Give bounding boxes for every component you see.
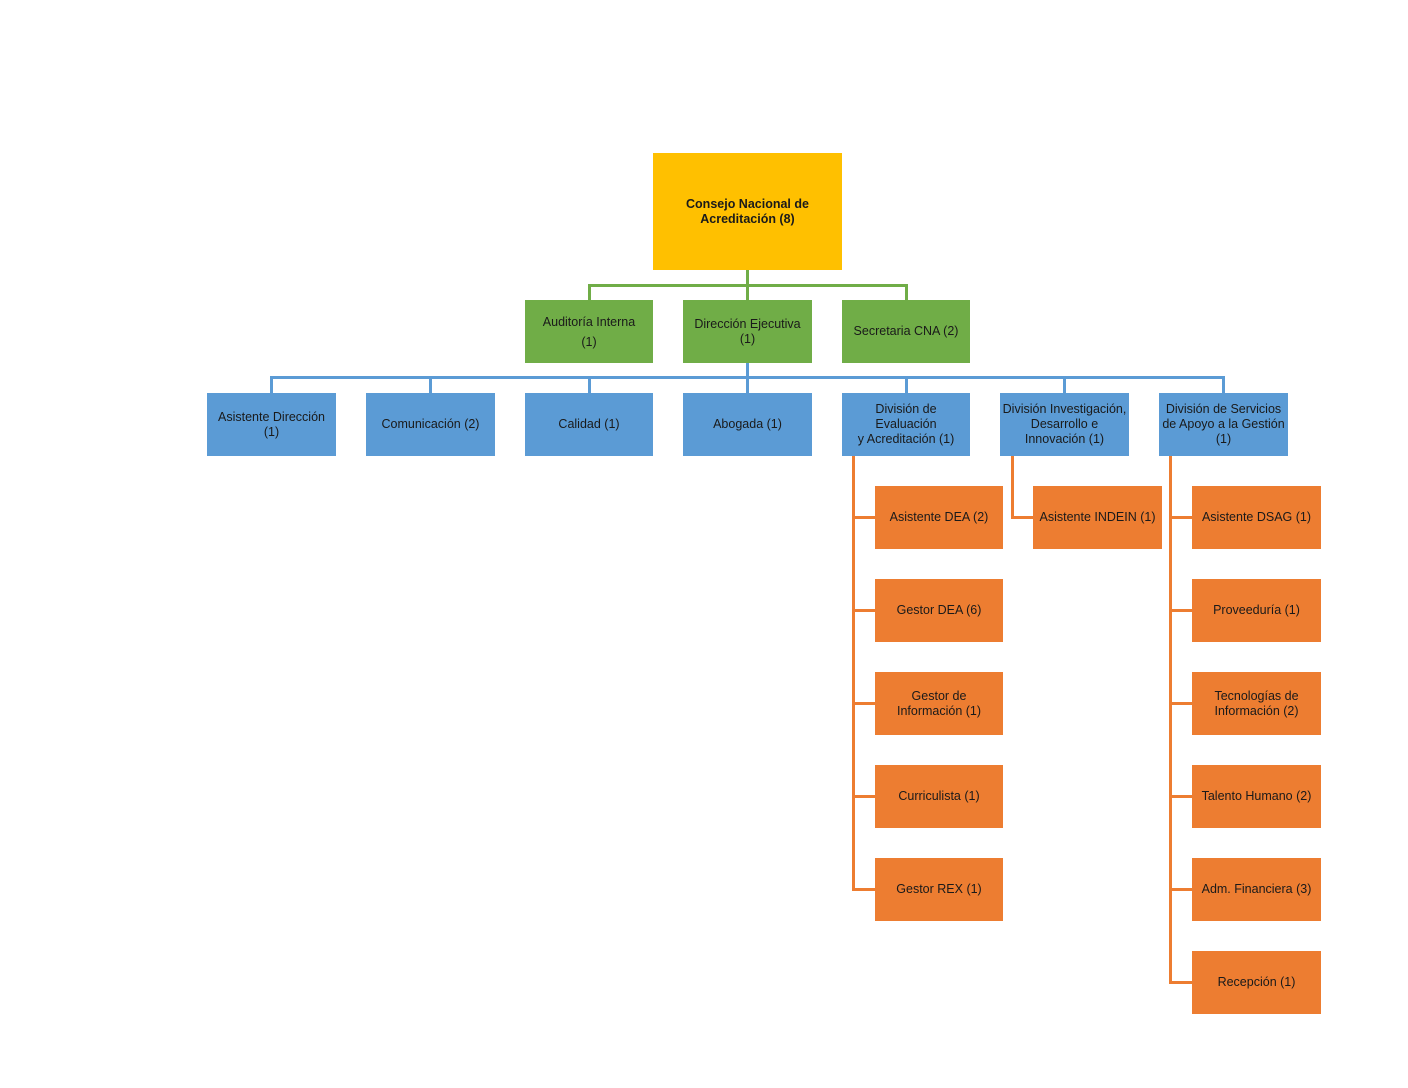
connector-dea-branch-5 [852,888,875,891]
connector-level2-drop-3 [588,376,591,393]
connector-direccion-down [746,363,749,378]
node-proveeduria: Proveeduría (1) [1192,579,1321,642]
node-comunicacion: Comunicación (2) [366,393,495,456]
node-tecnologias-informacion: Tecnologías de Información (2) [1192,672,1321,735]
connector-level1-drop-2 [746,284,749,300]
connector-indein-branch-1 [1011,516,1033,519]
connector-level1-drop-3 [905,284,908,300]
connector-dsag-branch-6 [1169,981,1192,984]
node-asistente-dsag: Asistente DSAG (1) [1192,486,1321,549]
connector-dea-branch-2 [852,609,875,612]
node-gestor-informacion: Gestor de Información (1) [875,672,1003,735]
connector-dea-spine [852,456,855,890]
node-abogada: Abogada (1) [683,393,812,456]
node-secretaria-cna: Secretaria CNA (2) [842,300,970,363]
connector-dea-branch-3 [852,702,875,705]
node-recepcion: Recepción (1) [1192,951,1321,1014]
connector-dsag-branch-3 [1169,702,1192,705]
connector-level2-drop-4 [746,376,749,393]
node-asistente-dea: Asistente DEA (2) [875,486,1003,549]
connector-level2-drop-2 [429,376,432,393]
node-auditoria-interna: Auditoría Interna (1) [525,300,653,363]
node-curriculista: Curriculista (1) [875,765,1003,828]
connector-dea-branch-1 [852,516,875,519]
node-calidad: Calidad (1) [525,393,653,456]
node-gestor-rex: Gestor REX (1) [875,858,1003,921]
connector-dsag-branch-2 [1169,609,1192,612]
node-consejo-nacional: Consejo Nacional de Acreditación (8) [653,153,842,270]
connector-dsag-branch-5 [1169,888,1192,891]
node-asistente-indein: Asistente INDEIN (1) [1033,486,1162,549]
connector-dsag-branch-1 [1169,516,1192,519]
connector-dea-branch-4 [852,795,875,798]
connector-level2-drop-7 [1222,376,1225,393]
node-gestor-dea: Gestor DEA (6) [875,579,1003,642]
node-adm-financiera: Adm. Financiera (3) [1192,858,1321,921]
connector-dsag-branch-4 [1169,795,1192,798]
connector-dsag-spine [1169,456,1172,983]
node-asistente-direccion: Asistente Dirección (1) [207,393,336,456]
connector-level2-drop-6 [1063,376,1066,393]
connector-root-down [746,270,749,285]
node-division-servicios-apoyo: División de Servicios de Apoyo a la Gest… [1159,393,1288,456]
connector-level2-drop-1 [270,376,273,393]
connector-level2-drop-5 [905,376,908,393]
connector-level1-drop-1 [588,284,591,300]
node-direccion-ejecutiva: Dirección Ejecutiva (1) [683,300,812,363]
connector-indein-spine [1011,456,1014,519]
node-talento-humano: Talento Humano (2) [1192,765,1321,828]
node-division-investigacion: División Investigación, Desarrollo e Inn… [1000,393,1129,456]
node-division-evaluacion: División de Evaluación y Acreditación (1… [842,393,970,456]
